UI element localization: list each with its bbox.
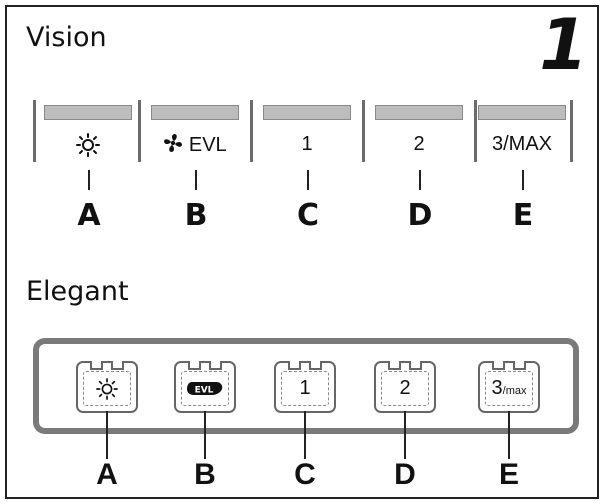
- elegant-button-3-max[interactable]: 3/max: [478, 361, 540, 413]
- vision-button-label: 1: [301, 133, 313, 155]
- vision-button-light[interactable]: [34, 97, 142, 190]
- button-cap: [151, 105, 239, 120]
- callout-letter: E: [512, 198, 534, 233]
- elegant-button-label: 2: [399, 377, 411, 399]
- vision-button-label: 3/MAX: [491, 133, 553, 155]
- evl-badge-text: EVL: [195, 385, 214, 395]
- callout-letter: A: [77, 198, 101, 233]
- elegant-button-2[interactable]: 2: [374, 361, 436, 413]
- vision-button-evl[interactable]: EVL: [141, 97, 249, 190]
- leader-line: [204, 411, 206, 459]
- leader-line: [195, 170, 197, 190]
- elegant-button-evl[interactable]: EVL: [174, 361, 236, 413]
- vision-evl-label-group: EVL: [141, 133, 249, 157]
- vision-divider: [250, 100, 253, 162]
- vision-button-2[interactable]: 2: [365, 97, 473, 190]
- elegant-button-light[interactable]: [76, 361, 138, 413]
- callout-letter: E: [498, 458, 519, 491]
- callout-letter: B: [184, 198, 208, 233]
- button-cap: [478, 105, 566, 120]
- callout-letter: D: [394, 458, 416, 491]
- light-icon: [78, 377, 136, 400]
- leader-line: [419, 170, 421, 190]
- elegant-button-label-sub: /max: [502, 385, 527, 397]
- callout-letter: C: [296, 198, 320, 233]
- vision-button-1[interactable]: 1: [253, 97, 361, 190]
- vision-button-label: EVL: [188, 134, 227, 156]
- elegant-button-label-group: 3/max: [480, 377, 538, 400]
- vision-button-3-max[interactable]: 3/MAX: [468, 97, 576, 190]
- leader-line: [508, 411, 510, 459]
- callout-letter: B: [194, 458, 216, 491]
- button-cap: [44, 105, 132, 120]
- vision-button-label: 2: [413, 133, 425, 155]
- vision-divider: [33, 100, 36, 162]
- vision-divider: [474, 100, 477, 162]
- button-cap: [263, 105, 351, 120]
- fan-icon: [163, 134, 189, 156]
- callout-letter: D: [407, 198, 433, 233]
- leader-line: [307, 170, 309, 190]
- callout-letter: A: [96, 458, 118, 491]
- button-cap: [375, 105, 463, 120]
- vision-divider: [570, 100, 573, 162]
- leader-line: [106, 411, 108, 459]
- leader-line: [304, 411, 306, 459]
- evl-badge-icon: EVL: [176, 377, 234, 400]
- elegant-title: Elegant: [26, 276, 129, 307]
- vision-divider: [138, 100, 141, 162]
- elegant-button-1[interactable]: 1: [274, 361, 336, 413]
- leader-line: [88, 170, 90, 190]
- vision-divider: [362, 100, 365, 162]
- light-icon: [34, 133, 142, 157]
- callout-letter: C: [294, 458, 316, 491]
- vision-title: Vision: [26, 22, 107, 53]
- elegant-button-label: 1: [299, 377, 311, 399]
- elegant-button-label: 3: [491, 377, 503, 399]
- leader-line: [404, 411, 406, 459]
- leader-line: [522, 170, 524, 190]
- page-number: 1: [539, 4, 588, 86]
